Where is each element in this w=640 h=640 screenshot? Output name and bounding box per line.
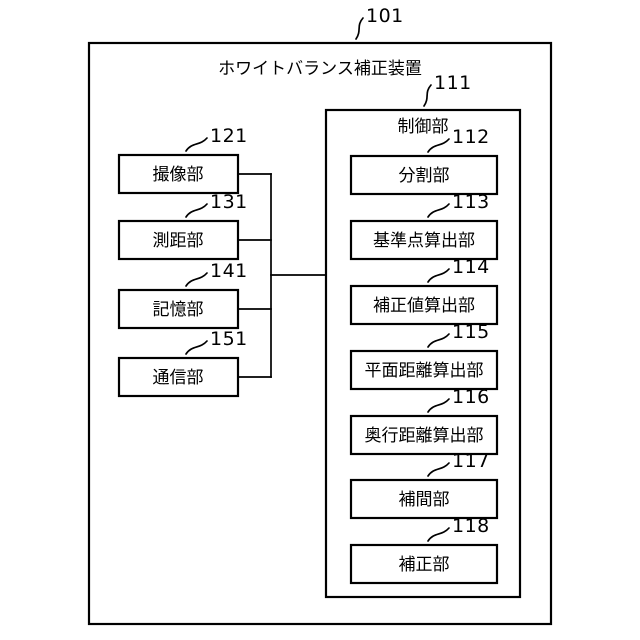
ref-number-correction: 118 xyxy=(452,515,490,537)
peripheral-block-group: 121 撮像部 131 測距部 141 記憶部 151 通信部 xyxy=(117,125,248,398)
control-block-correction-value-calculation-label: 補正値算出部 xyxy=(373,296,475,316)
control-block-correction-label: 補正部 xyxy=(399,555,450,575)
leader-line-storage xyxy=(185,272,208,287)
control-block-division-box[interactable] xyxy=(349,154,499,196)
leader-line-correction xyxy=(427,527,450,542)
control-block-planar-distance-calculation-box[interactable] xyxy=(349,349,499,391)
ref-number-interpolation: 117 xyxy=(452,450,490,472)
control-block-depth-distance-calculation[interactable]: 116 奥行距離算出部 xyxy=(349,386,499,456)
peripheral-block-imaging-box[interactable] xyxy=(117,153,240,195)
peripheral-block-communication-label: 通信部 xyxy=(153,368,204,388)
peripheral-block-ranging-label: 測距部 xyxy=(153,231,204,251)
control-unit-title: 制御部 xyxy=(398,117,449,137)
control-block-interpolation-label: 補間部 xyxy=(399,490,450,510)
leader-line-division xyxy=(427,138,450,153)
control-block-correction-value-calculation[interactable]: 114 補正値算出部 xyxy=(349,256,499,326)
control-block-correction[interactable]: 118 補正部 xyxy=(349,515,499,585)
control-block-correction-value-calculation-box[interactable] xyxy=(349,284,499,326)
ref-number-ranging: 131 xyxy=(210,191,248,213)
ref-number-control-unit: 111 xyxy=(434,72,472,94)
leader-line-ranging xyxy=(185,203,208,218)
ref-number-planar-distance-calculation: 115 xyxy=(452,321,490,343)
control-block-depth-distance-calculation-label: 奥行距離算出部 xyxy=(365,426,484,446)
ref-number-storage: 141 xyxy=(210,260,248,282)
control-block-interpolation[interactable]: 117 補間部 xyxy=(349,450,499,520)
leader-line-reference-point-calculation xyxy=(427,203,450,218)
control-block-planar-distance-calculation-label: 平面距離算出部 xyxy=(365,361,484,381)
ref-number-correction-value-calculation: 114 xyxy=(452,256,490,278)
control-block-division-label: 分割部 xyxy=(399,166,450,186)
leader-line-communication xyxy=(185,340,208,355)
control-block-correction-box[interactable] xyxy=(349,543,499,585)
leader-line-depth-distance-calculation xyxy=(427,398,450,413)
device-title: ホワイトバランス補正装置 xyxy=(218,59,422,79)
control-block-interpolation-box[interactable] xyxy=(349,478,499,520)
leader-line-device xyxy=(355,17,364,40)
peripheral-block-communication[interactable]: 151 通信部 xyxy=(117,328,248,398)
peripheral-block-ranging-box[interactable] xyxy=(117,219,240,261)
ref-number-reference-point-calculation: 113 xyxy=(452,191,490,213)
control-block-planar-distance-calculation[interactable]: 115 平面距離算出部 xyxy=(349,321,499,391)
peripheral-block-storage-box[interactable] xyxy=(117,288,240,330)
peripheral-block-storage-label: 記憶部 xyxy=(153,300,204,320)
control-block-division[interactable]: 112 分割部 xyxy=(349,126,499,196)
ref-number-device: 101 xyxy=(366,5,404,27)
leader-line-interpolation xyxy=(427,462,450,477)
peripheral-block-storage[interactable]: 141 記憶部 xyxy=(117,260,248,330)
leader-line-correction-value-calculation xyxy=(427,268,450,283)
control-block-reference-point-calculation-label: 基準点算出部 xyxy=(373,231,475,251)
ref-number-imaging: 121 xyxy=(210,125,248,147)
peripheral-block-imaging-label: 撮像部 xyxy=(153,165,204,185)
peripheral-block-imaging[interactable]: 121 撮像部 xyxy=(117,125,248,195)
connector-bus xyxy=(237,173,327,378)
leader-line-control-unit xyxy=(423,84,432,107)
control-block-reference-point-calculation-box[interactable] xyxy=(349,219,499,261)
control-block-group: 112 分割部 113 基準点算出部 114 補正値算出部 115 平面距離算出… xyxy=(349,126,499,585)
ref-number-communication: 151 xyxy=(210,328,248,350)
ref-number-depth-distance-calculation: 116 xyxy=(452,386,490,408)
peripheral-block-ranging[interactable]: 131 測距部 xyxy=(117,191,248,261)
control-block-depth-distance-calculation-box[interactable] xyxy=(349,414,499,456)
control-block-reference-point-calculation[interactable]: 113 基準点算出部 xyxy=(349,191,499,261)
leader-line-planar-distance-calculation xyxy=(427,333,450,348)
peripheral-block-communication-box[interactable] xyxy=(117,356,240,398)
leader-line-imaging xyxy=(185,137,208,152)
ref-number-division: 112 xyxy=(452,126,490,148)
